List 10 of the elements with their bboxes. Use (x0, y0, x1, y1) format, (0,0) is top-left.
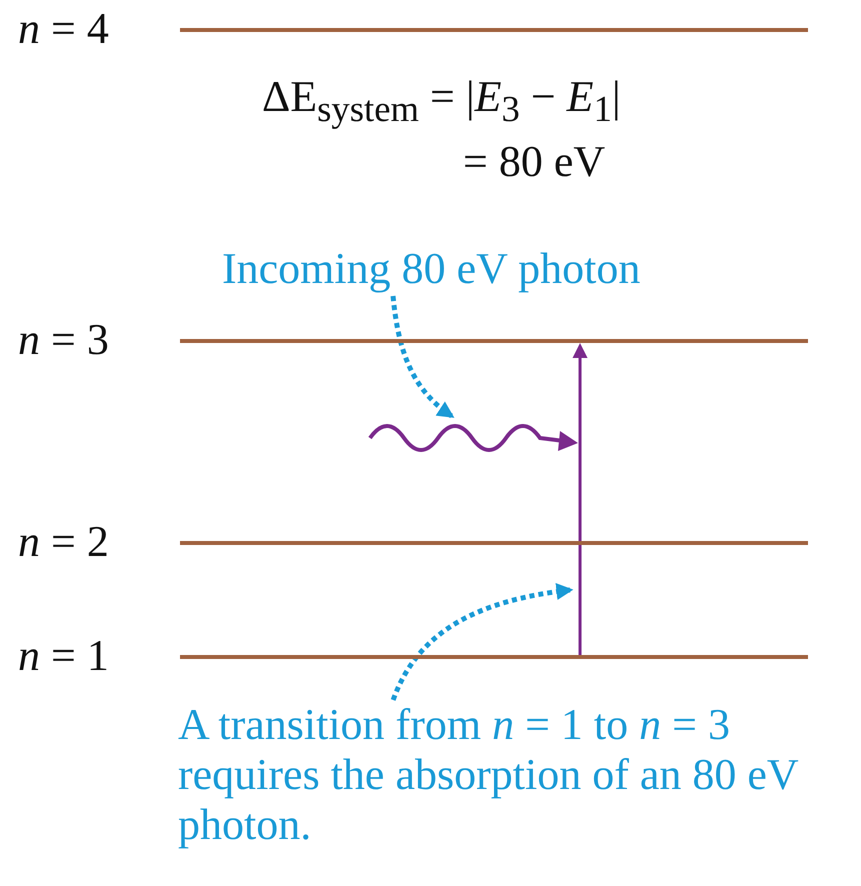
leader-line (390, 583, 574, 701)
level-label: n = 2 (18, 517, 109, 567)
level-label: n = 4 (18, 4, 109, 54)
level-label: n = 3 (18, 315, 109, 365)
level-label: n = 1 (18, 631, 109, 681)
leader-line (390, 296, 454, 418)
equation-text: = 80 eV (463, 137, 606, 187)
annotation-text: Incoming 80 eV photon (222, 244, 772, 294)
transition-arrow (572, 343, 588, 655)
equation-text: ΔE$_{system}$ = |E$_{3}$ − E$_{1}$| (262, 72, 621, 131)
